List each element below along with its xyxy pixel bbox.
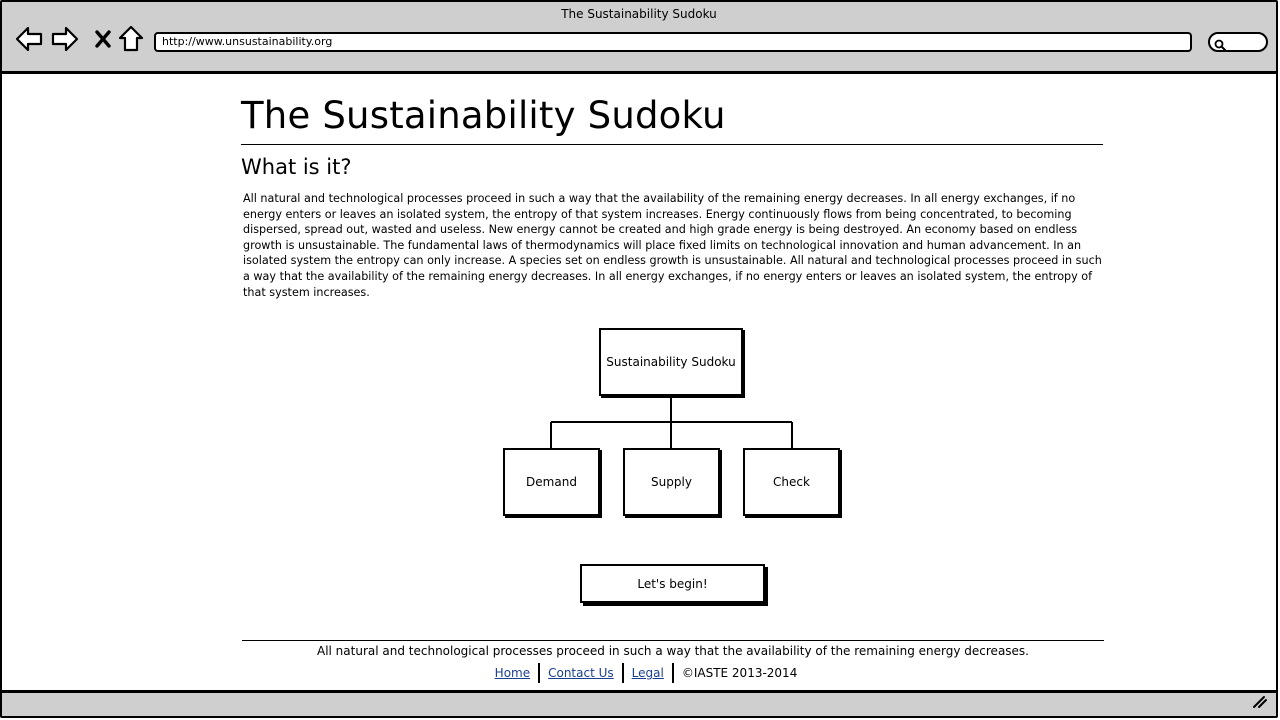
footer-separator [621,663,624,683]
footer-text: All natural and technological processes … [316,644,1029,658]
diagram-node-check[interactable]: Check [743,448,840,516]
footer-divider [242,640,1104,641]
footer-link-contact[interactable]: Contact Us [548,666,614,680]
search-icon [1214,36,1226,55]
main-content: The Sustainability Sudoku What is it? Al… [241,92,1103,300]
address-bar[interactable]: http://www.unsustainability.org [154,32,1192,52]
browser-toolbar: The Sustainability Sudoku http://www.uns… [2,2,1276,74]
description-paragraph: All natural and technological processes … [243,192,1102,299]
diagram-root-node: Sustainability Sudoku [599,328,743,396]
page-title: The Sustainability Sudoku [241,92,1103,145]
home-icon[interactable] [116,24,146,54]
footer-links: Home Contact Us Legal ©IASTE 2013-2014 [2,662,1276,684]
back-arrow-icon[interactable] [14,24,44,54]
resize-grip-icon[interactable] [1252,694,1268,713]
window-title: The Sustainability Sudoku [561,7,717,21]
copyright-notice: ©IASTE 2013-2014 [681,666,798,680]
search-field[interactable] [1208,32,1268,52]
diagram-node-supply[interactable]: Supply [623,448,720,516]
footer-separator [671,663,674,683]
footer-separator [538,663,541,683]
diagram-node-demand[interactable]: Demand [503,448,600,516]
status-bar [2,690,1276,716]
footer-link-home[interactable]: Home [494,666,531,680]
section-title: What is it? [241,155,352,179]
lets-begin-button[interactable]: Let's begin! [580,564,765,603]
close-icon[interactable] [88,24,118,54]
footer-link-legal[interactable]: Legal [631,666,664,680]
forward-arrow-icon[interactable] [50,24,80,54]
